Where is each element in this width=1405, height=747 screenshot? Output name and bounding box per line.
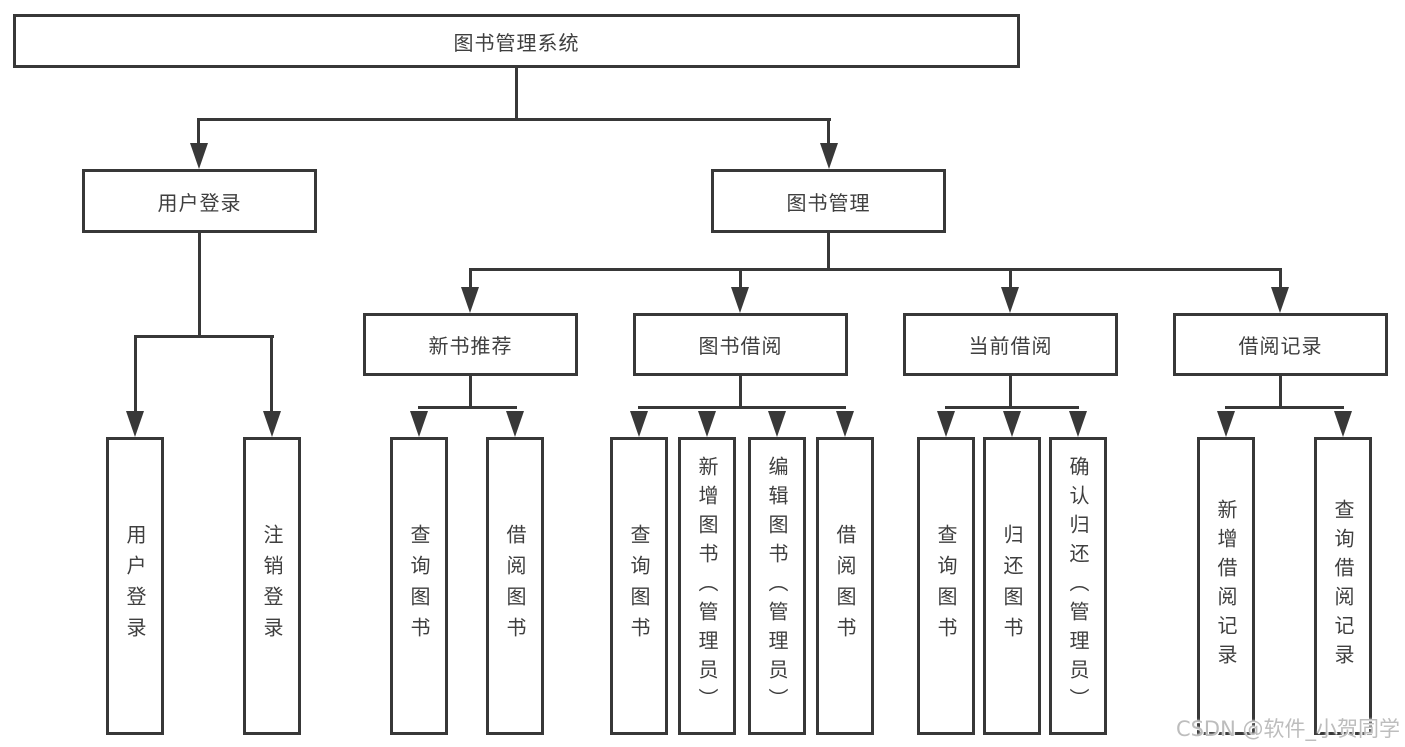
arrow-down-icon bbox=[1001, 287, 1019, 313]
node-label: 图书管理 bbox=[786, 190, 871, 215]
node-book-management: 图书管理 bbox=[711, 169, 946, 233]
node-label: 借阅记录 bbox=[1238, 334, 1323, 358]
connector-group-horizontal bbox=[945, 406, 1079, 409]
arrow-down-icon bbox=[506, 411, 524, 437]
leaf-query-books: 查询图书 bbox=[917, 437, 975, 735]
leaf-label: 查询图书 bbox=[627, 524, 651, 648]
leaf-query-books: 查询图书 bbox=[610, 437, 668, 735]
connector-group-vertical bbox=[1009, 376, 1012, 409]
leaf-label: 用户登录 bbox=[123, 524, 147, 648]
arrow-down-icon bbox=[1003, 411, 1021, 437]
arrow-down-icon bbox=[1217, 411, 1235, 437]
leaf-label: 借阅图书 bbox=[503, 524, 527, 648]
arrow-down-icon bbox=[1334, 411, 1352, 437]
arrow-down-icon bbox=[410, 411, 428, 437]
arrow-down-icon bbox=[731, 287, 749, 313]
arrow-down-icon bbox=[1271, 287, 1289, 313]
leaf-label: 新增图书（管理员） bbox=[695, 455, 719, 717]
leaf-label: 归还图书 bbox=[1000, 524, 1024, 648]
arrow-down-icon bbox=[461, 287, 479, 313]
connector-group-stem bbox=[1009, 271, 1012, 287]
connector-leaf-stem bbox=[270, 338, 273, 411]
connector-group-vertical bbox=[1279, 376, 1282, 409]
connector-group-stem bbox=[469, 271, 472, 287]
node-new-book-recommendation: 新书推荐 bbox=[363, 313, 578, 376]
connector-group-vertical bbox=[469, 376, 472, 409]
node-label: 图书管理系统 bbox=[453, 30, 580, 55]
node-borrowing-records: 借阅记录 bbox=[1173, 313, 1388, 376]
leaf-add-book-admin: 新增图书（管理员） bbox=[678, 437, 736, 735]
arrow-down-icon bbox=[768, 411, 786, 437]
connector-root-vertical bbox=[515, 68, 518, 121]
connector-book-management-stem bbox=[827, 121, 830, 143]
leaf-edit-book-admin: 编辑图书（管理员） bbox=[748, 437, 806, 735]
arrow-down-icon bbox=[263, 411, 281, 437]
connector-book-management-vertical bbox=[827, 233, 830, 271]
leaf-label: 查询图书 bbox=[934, 524, 958, 648]
leaf-logout: 注销登录 bbox=[243, 437, 301, 735]
node-user-login: 用户登录 bbox=[82, 169, 317, 233]
arrow-down-icon bbox=[820, 143, 838, 169]
connector-group-horizontal bbox=[638, 406, 846, 409]
node-label: 用户登录 bbox=[157, 190, 242, 215]
leaf-label: 确认归还（管理员） bbox=[1066, 455, 1090, 717]
leaf-user-login: 用户登录 bbox=[106, 437, 164, 735]
leaf-confirm-return-admin: 确认归还（管理员） bbox=[1049, 437, 1107, 735]
node-book-borrowing: 图书借阅 bbox=[633, 313, 848, 376]
connector-group-stem bbox=[739, 271, 742, 287]
connector-group-horizontal bbox=[418, 406, 517, 409]
arrow-down-icon bbox=[190, 143, 208, 169]
connector-root-horizontal bbox=[197, 118, 831, 121]
connector-user-login-stem bbox=[197, 121, 200, 143]
arrow-down-icon bbox=[698, 411, 716, 437]
connector-user-login-vertical bbox=[198, 233, 201, 338]
leaf-label: 新增借阅记录 bbox=[1214, 499, 1238, 673]
leaf-query-borrow-record: 查询借阅记录 bbox=[1314, 437, 1372, 735]
arrow-down-icon bbox=[1069, 411, 1087, 437]
leaf-return-books: 归还图书 bbox=[983, 437, 1041, 735]
watermark: CSDN @软件_小贺同学 bbox=[1175, 717, 1400, 741]
connector-group-horizontal bbox=[1225, 406, 1344, 409]
arrow-down-icon bbox=[126, 411, 144, 437]
connector-leaf-stem bbox=[134, 338, 137, 411]
arrow-down-icon bbox=[836, 411, 854, 437]
leaf-label: 编辑图书（管理员） bbox=[765, 455, 789, 717]
arrow-down-icon bbox=[937, 411, 955, 437]
connector-user-login-horizontal bbox=[134, 335, 274, 338]
node-label: 新书推荐 bbox=[428, 334, 513, 358]
connector-group-stem bbox=[1279, 271, 1282, 287]
node-label: 图书借阅 bbox=[698, 334, 783, 358]
leaf-label: 查询借阅记录 bbox=[1331, 499, 1355, 673]
leaf-label: 查询图书 bbox=[407, 524, 431, 648]
leaf-borrow-books: 借阅图书 bbox=[816, 437, 874, 735]
leaf-label: 借阅图书 bbox=[833, 524, 857, 648]
node-current-borrowing: 当前借阅 bbox=[903, 313, 1118, 376]
leaf-query-books: 查询图书 bbox=[390, 437, 448, 735]
leaf-add-borrow-record: 新增借阅记录 bbox=[1197, 437, 1255, 735]
node-label: 当前借阅 bbox=[968, 334, 1053, 358]
node-library-management-system: 图书管理系统 bbox=[13, 14, 1020, 68]
connector-group-vertical bbox=[739, 376, 742, 409]
leaf-label: 注销登录 bbox=[260, 524, 284, 648]
arrow-down-icon bbox=[630, 411, 648, 437]
leaf-borrow-books: 借阅图书 bbox=[486, 437, 544, 735]
connector-book-management-horizontal bbox=[469, 268, 1282, 271]
